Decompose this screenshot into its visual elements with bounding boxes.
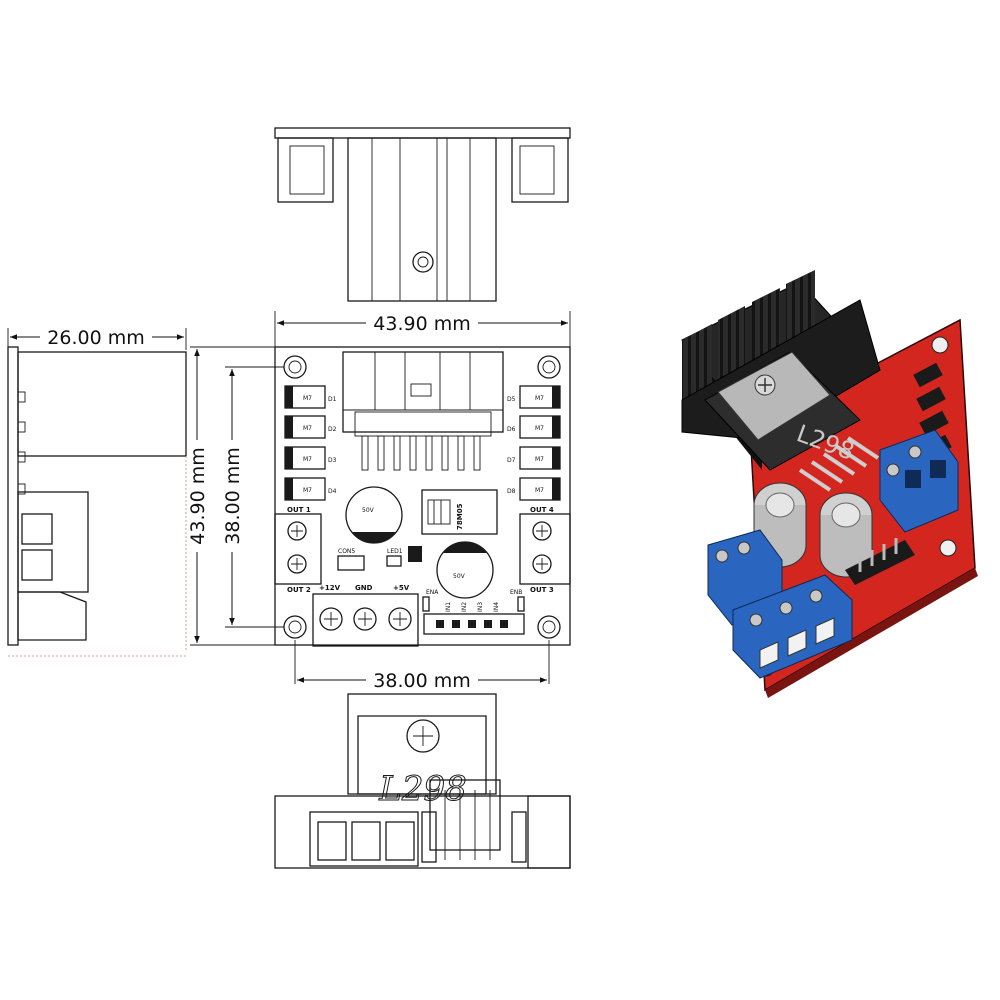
top-view [274,127,571,302]
chip-pins [361,435,481,471]
dimension-width-43-90: 43.90 mm [274,311,571,347]
bottom-view: L298 [274,693,571,869]
header-3d [845,538,915,585]
terminal-3d-power [732,574,853,679]
terminal-left: OUT 1 OUT 2 [274,506,322,594]
svg-text:M7: M7 [535,456,544,463]
side-terminal [17,491,89,593]
svg-text:D6: D6 [507,426,516,433]
svg-text:+12V: +12V [319,584,341,592]
svg-text:OUT 1: OUT 1 [287,506,311,514]
svg-text:M7: M7 [303,487,312,494]
control-header: ENA ENB IN1 IN2 IN3 IN4 [422,589,525,635]
svg-text:+5V: +5V [393,584,410,592]
svg-text:M7: M7 [303,456,312,463]
svg-text:D7: D7 [507,457,516,464]
mounting-hole-tr [537,355,561,379]
svg-text:38.00 mm: 38.00 mm [373,670,470,692]
svg-text:D8: D8 [507,488,516,495]
svg-text:M7: M7 [303,395,312,402]
svg-text:26.00 mm: 26.00 mm [47,327,144,349]
svg-text:D2: D2 [328,426,337,433]
svg-text:L298: L298 [378,769,466,809]
capacitors-3d [753,482,873,578]
chip-screw [406,719,440,753]
svg-text:50V: 50V [453,573,466,580]
led1 [386,555,402,567]
jumper-con5 [337,555,365,571]
dimension-hole-spacing-y: 38.00 mm [221,366,284,628]
svg-text:M7: M7 [535,487,544,494]
svg-text:CON5: CON5 [338,548,355,555]
svg-text:ENB: ENB [510,589,522,596]
heatsink-fin-lines [371,138,471,301]
isometric-render: L298 [681,270,978,698]
svg-text:43.90 mm: 43.90 mm [187,447,209,544]
diodes-left: M7 D1 M7 D2 M7 D3 M7 D4 [284,385,337,501]
svg-text:OUT 3: OUT 3 [530,586,554,594]
capacitor-1: 50V [345,486,403,544]
svg-text:D5: D5 [507,396,516,403]
mounting-hole-br [537,615,561,639]
svg-text:D3: D3 [328,457,337,464]
heatsink-3d: L298 [681,270,881,492]
dimension-hole-spacing-x: 38.00 mm [294,640,550,692]
svg-text:OUT 2: OUT 2 [287,586,311,594]
mounting-hole-bl [283,615,307,639]
svg-text:50V: 50V [362,507,375,514]
svg-text:IN1: IN1 [445,602,452,612]
capacitor-2: 50V [436,541,494,599]
heatsink-front [342,351,504,433]
svg-text:GND: GND [355,584,373,592]
terminal-right: OUT 4 OUT 3 [519,506,571,594]
mounting-hole-tl [283,355,307,379]
svg-text:D1: D1 [328,396,337,403]
terminal-3d-right [879,429,959,533]
svg-text:IN3: IN3 [477,602,484,612]
diodes-right: M7 D5 M7 D6 M7 D7 M7 D8 [507,385,561,501]
svg-text:M7: M7 [535,395,544,402]
dimension-depth-26-00: 26.00 mm [7,326,187,350]
svg-text:M7: M7 [535,425,544,432]
svg-text:IN2: IN2 [461,602,468,612]
svg-text:78M05: 78M05 [456,503,464,530]
svg-text:LED1: LED1 [387,548,403,555]
side-view [7,346,187,657]
led-resistor [408,546,422,562]
terminal-power: +12V GND +5V [312,584,419,647]
svg-text:38.00 mm: 38.00 mm [222,447,244,544]
svg-text:OUT 4: OUT 4 [530,506,554,514]
front-view-board: M7 D1 M7 D2 M7 D3 M7 D4 M7 D5 M7 D6 M7 D… [274,346,571,647]
regulator-78m05: 78M05 [421,489,498,535]
svg-text:ENA: ENA [426,589,439,596]
svg-text:43.90 mm: 43.90 mm [373,313,470,335]
dimension-height-43-90: 43.90 mm [186,346,275,646]
svg-text:IN4: IN4 [493,602,500,612]
svg-text:M7: M7 [303,425,312,432]
side-heatsink [17,351,187,457]
heatsink-screw-hole [412,251,434,273]
svg-text:D4: D4 [328,488,337,495]
pcb-outline [274,346,571,646]
